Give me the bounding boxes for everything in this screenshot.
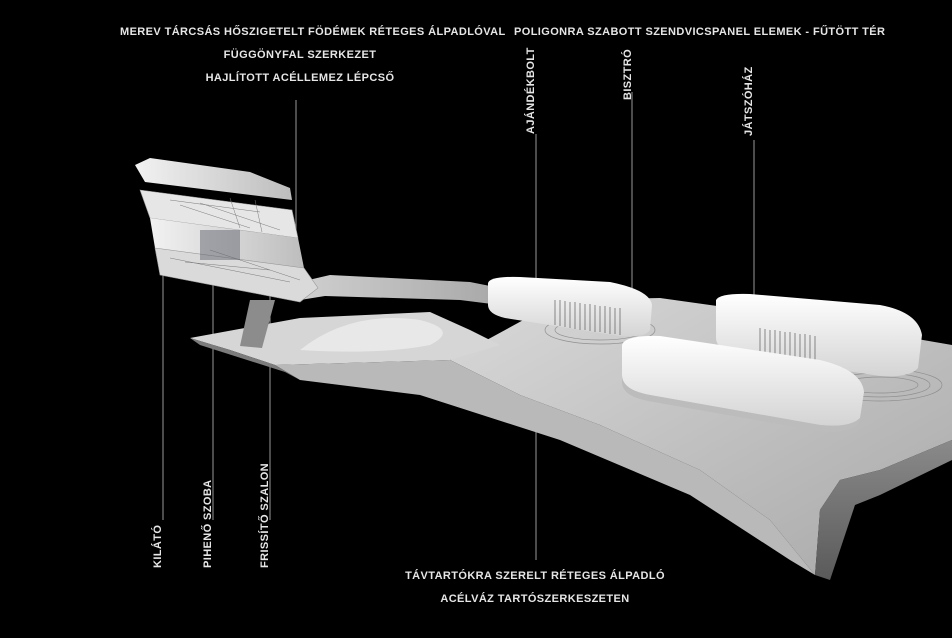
note-steel-stair: HAJLÍTOTT ACÉLLEMEZ LÉPCSŐ — [120, 72, 480, 84]
label-refresh-lounge: FRISSÍTŐ SZALON — [259, 463, 271, 568]
note-raised-floor: TÁVTARTÓKRA SZERELT RÉTEGES ÁLPADLÓ — [380, 570, 690, 582]
label-lookout: KILÁTÓ — [152, 525, 164, 568]
label-playhouse: JÁTSZÓHÁZ — [743, 66, 755, 136]
label-bistro: BISZTRÓ — [622, 49, 634, 100]
label-rest-room: PIHENŐ SZOBA — [202, 479, 214, 568]
label-gift-shop: AJÁNDÉKBOLT — [525, 47, 537, 134]
note-floor-slabs: MEREV TÁRCSÁS HŐSZIGETELT FÖDÉMEK RÉTEGE… — [120, 26, 480, 38]
note-curtain-wall: FÜGGÖNYFAL SZERKEZET — [120, 49, 480, 61]
lookout-tower — [135, 158, 318, 348]
note-steel-frame: ACÉLVÁZ TARTÓSZERKESZETEN — [380, 593, 690, 605]
note-sandwich-panels: POLIGONRA SZABOTT SZENDVICSPANEL ELEMEK … — [514, 26, 885, 38]
